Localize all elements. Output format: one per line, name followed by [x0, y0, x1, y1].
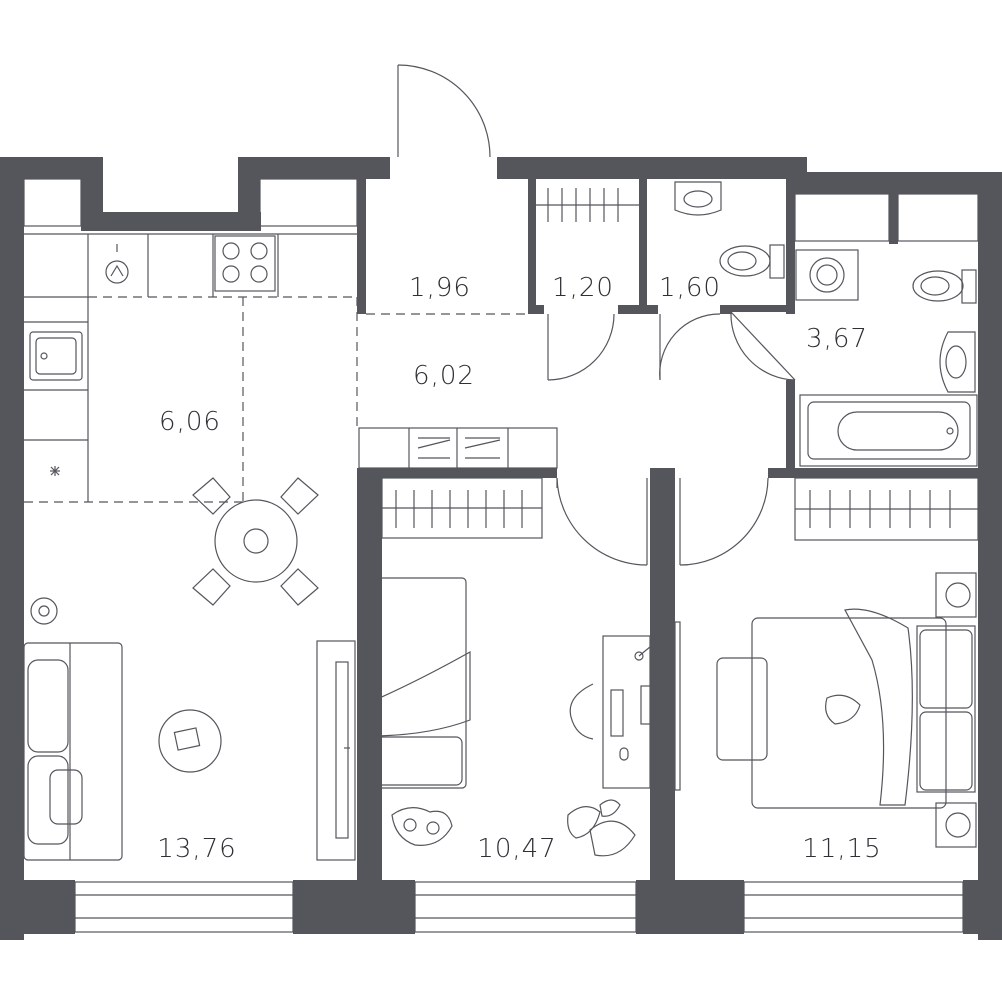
- closet-shelves: [536, 188, 639, 222]
- asterisk-icon: [50, 466, 60, 476]
- stove-icon: [214, 235, 276, 292]
- door-icon: [397, 64, 491, 158]
- nightstand-icon: [935, 572, 977, 848]
- dining-table-icon: [192, 477, 319, 606]
- toilet-icon: [912, 269, 977, 304]
- walls: [0, 157, 1002, 940]
- toy-icon: [391, 807, 453, 846]
- faucet-icon: [105, 244, 129, 284]
- washbasin-icon: [674, 181, 722, 216]
- bedroom-door-icon: [679, 477, 769, 566]
- wc-door-icon: [659, 313, 721, 381]
- closet-door-icon: [547, 313, 615, 381]
- windows: [23, 178, 979, 933]
- tv-unit-icon: [316, 640, 356, 861]
- wardrobe-middle: [381, 477, 543, 539]
- bath-door-icon: [730, 311, 796, 381]
- living-area-label: 13,76: [157, 834, 236, 864]
- zone-dividers: [24, 296, 528, 503]
- lamp-icon: [30, 597, 58, 625]
- wc-area-label: 1,60: [659, 273, 721, 303]
- bedroom-middle-area-label: 10,47: [477, 834, 556, 864]
- coffee-table-icon: [158, 709, 222, 773]
- area-labels: 6,06 13,76 1,96 6,02 1,20 1,60 3,67 10,4…: [157, 273, 881, 864]
- hall-wardrobe: [358, 427, 558, 469]
- washbasin-icon: [939, 331, 976, 393]
- bathroom-area-label: 3,67: [806, 324, 868, 354]
- bedroom-door-icon: [556, 477, 648, 566]
- mirror-icon: [674, 621, 681, 791]
- rug-icon: [716, 657, 768, 761]
- closet-area-label: 1,20: [552, 273, 614, 303]
- kitchen-counter: [24, 233, 357, 502]
- bedroom-right-area-label: 11,15: [802, 834, 881, 864]
- washing-machine-icon: [795, 249, 859, 301]
- sofa-icon: [23, 642, 123, 861]
- bed-icon: [751, 608, 976, 809]
- plant-icon: [567, 799, 636, 857]
- toilet-icon: [719, 244, 785, 279]
- wardrobe-right: [794, 477, 979, 541]
- sink-icon: [29, 331, 83, 381]
- hall-area-label: 6,02: [413, 361, 475, 391]
- vestibule-area-label: 1,96: [409, 273, 471, 303]
- bed-icon: [369, 577, 471, 789]
- kitchen-area-label: 6,06: [159, 407, 221, 437]
- desk-icon: [569, 635, 657, 789]
- bathtub-icon: [799, 394, 978, 467]
